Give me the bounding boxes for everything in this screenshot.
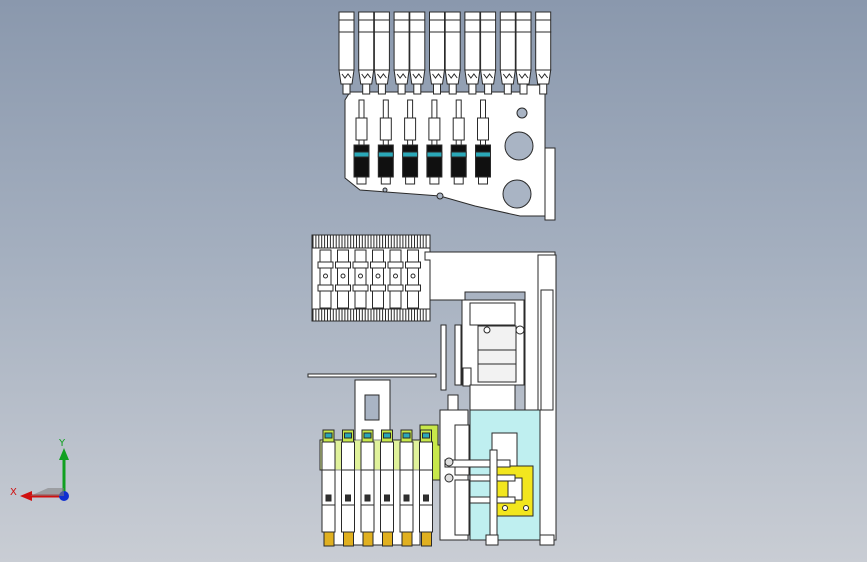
rod-end-cap	[485, 534, 499, 546]
y-axis-label: Y	[58, 438, 66, 449]
upper-nozzle-row	[353, 99, 491, 185]
valve-cartridge	[480, 11, 497, 95]
valve-cartridge	[444, 11, 461, 95]
post-inner	[540, 289, 554, 411]
x-axis-label: X	[10, 487, 17, 498]
roller-column	[317, 249, 334, 309]
x-axis-arrowhead	[20, 491, 32, 501]
bracket-hole-small-2	[436, 192, 444, 200]
motor-top	[469, 302, 516, 326]
lower-nozzle-column	[399, 429, 414, 547]
valve-cartridge	[358, 11, 375, 95]
rod-fitting-2	[444, 473, 454, 483]
upper-nozzle	[353, 99, 370, 185]
motor-face	[477, 325, 517, 383]
guide-rod	[440, 324, 447, 391]
rod-fitting-1	[444, 457, 454, 467]
lower-nozzle-column	[380, 429, 394, 547]
bracket-hole-small-1	[382, 187, 388, 193]
valve-cartridge	[393, 11, 410, 95]
lower-nozzle-column	[360, 429, 375, 547]
roller-column	[352, 249, 369, 309]
valve-cartridge	[464, 11, 481, 95]
column-end-cap	[539, 534, 555, 546]
valve-cartridge	[409, 11, 426, 95]
bracket-hole-1	[504, 131, 534, 161]
lower-nozzle-bank	[321, 429, 433, 547]
upper-nozzle	[377, 99, 394, 185]
roller-teeth	[312, 235, 430, 321]
y-axis-arrowhead	[59, 448, 69, 460]
bracket-side-rail	[544, 147, 556, 221]
origin-shadow	[30, 488, 64, 496]
side-block-2	[454, 479, 470, 536]
lower-nozzle-column	[321, 429, 336, 547]
upper-nozzle	[426, 99, 443, 185]
upper-nozzle	[450, 99, 467, 185]
motor-bolt-2	[483, 326, 491, 334]
valve-cartridge	[535, 11, 552, 95]
roller-column	[405, 249, 421, 309]
motor-bolt	[515, 325, 525, 335]
axis-triad-icon[interactable]: Y X	[8, 436, 88, 510]
cylinder-rod-top	[447, 394, 459, 411]
valve-cartridge	[373, 11, 390, 95]
valve-cartridge	[338, 11, 355, 95]
lower-nozzle-column	[419, 429, 433, 547]
push-rod-top	[444, 459, 511, 468]
bracket-hole-2	[502, 179, 532, 209]
clamp-bolt-2	[523, 505, 529, 511]
clamp-bolt	[502, 505, 508, 511]
roller-column	[370, 249, 386, 309]
guide-rod-2	[454, 324, 462, 386]
upper-valve-bank	[338, 11, 552, 95]
thin-rail	[307, 373, 437, 378]
roller-column	[387, 249, 404, 309]
lower-nozzle-column	[341, 429, 355, 547]
bracket-hole-3	[516, 107, 528, 119]
vertical-rod	[489, 449, 498, 536]
roller-columns	[317, 249, 421, 309]
roller-column	[335, 249, 351, 309]
valve-cartridge	[499, 11, 516, 95]
small-cylinder	[462, 367, 472, 387]
valve-cartridge	[515, 11, 532, 95]
valve-cartridge	[428, 11, 446, 95]
upper-nozzle	[475, 99, 491, 185]
frame-slot	[364, 394, 380, 421]
upper-nozzle	[402, 99, 419, 185]
